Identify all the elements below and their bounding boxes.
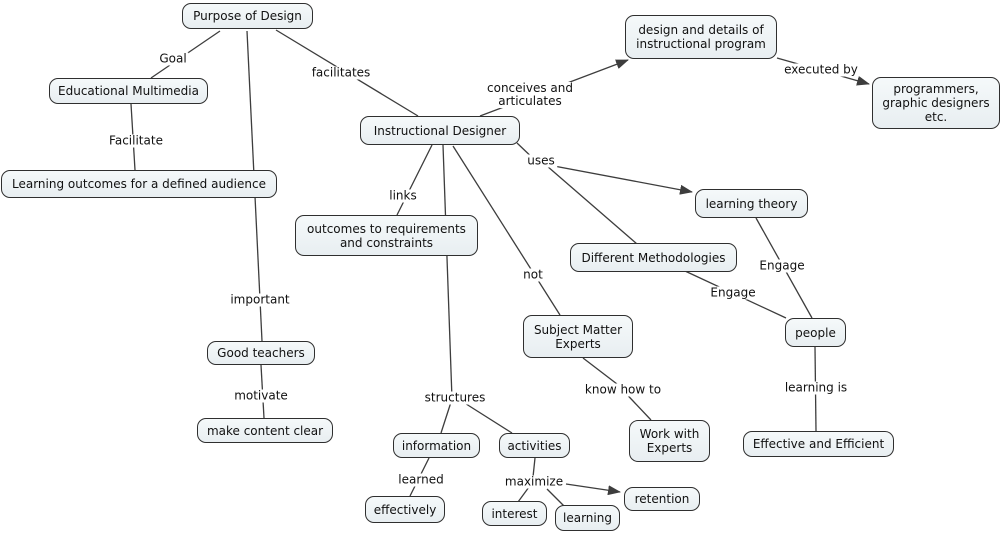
node-good-teachers[interactable]: Good teachers — [207, 341, 315, 365]
node-learning-outcomes-audience[interactable]: Learning outcomes for a defined audience — [1, 170, 277, 198]
edge-designer-to-outcomes-requirements — [396, 144, 433, 216]
node-people[interactable]: people — [785, 318, 846, 347]
node-learning-theory[interactable]: learning theory — [695, 189, 808, 218]
node-activities[interactable]: activities — [499, 433, 570, 458]
edge-label-conceives-and-articulates[interactable]: conceives and articulates — [485, 81, 575, 108]
edge-label-important[interactable]: important — [228, 292, 292, 307]
edge-label-not[interactable]: not — [521, 267, 545, 282]
edge-maximize-to-learning — [546, 488, 565, 507]
edge-label-engage-left[interactable]: Engage — [708, 285, 758, 300]
edge-label-links[interactable]: links — [387, 188, 419, 203]
edge-label-engage-right[interactable]: Engage — [757, 258, 807, 273]
edge-label-learning-is[interactable]: learning is — [782, 380, 850, 395]
node-effectively[interactable]: effectively — [365, 496, 445, 523]
edge-label-maximize[interactable]: maximize — [502, 474, 566, 489]
edge-designer-to-structures — [442, 144, 453, 400]
node-outcomes-requirements[interactable]: outcomes to requirements and constraints — [295, 215, 478, 256]
node-interest[interactable]: interest — [482, 501, 547, 526]
node-subject-matter-experts[interactable]: Subject Matter Experts — [523, 315, 633, 358]
node-information[interactable]: information — [393, 433, 480, 458]
node-effective-and-efficient[interactable]: Effective and Efficient — [743, 431, 894, 457]
edge-label-facilitate[interactable]: Facilitate — [107, 133, 165, 148]
node-make-content-clear[interactable]: make content clear — [197, 418, 333, 443]
node-educational-multimedia[interactable]: Educational Multimedia — [49, 78, 208, 104]
edge-label-goal[interactable]: Goal — [157, 51, 189, 66]
edge-label-know-how-to[interactable]: know how to — [582, 382, 664, 397]
node-learning[interactable]: learning — [555, 505, 620, 531]
node-programmers[interactable]: programmers, graphic designers etc. — [872, 77, 1000, 129]
edge-activities-to-maximize — [532, 457, 536, 478]
edge-designer-to-sme — [452, 145, 561, 316]
edge-designer-to-learning-theory — [516, 142, 693, 195]
edge-label-executed-by[interactable]: executed by — [782, 62, 860, 77]
node-design-and-details[interactable]: design and details of instructional prog… — [625, 15, 777, 59]
edge-label-facilitates[interactable]: facilitates — [309, 65, 373, 80]
edge-maximize-to-interest — [517, 486, 530, 503]
edge-structures-to-information — [440, 398, 453, 434]
node-retention[interactable]: retention — [624, 487, 700, 511]
edge-uses-to-different-methodologies — [546, 165, 638, 245]
edge-maximize-to-retention — [565, 483, 621, 496]
edge-label-uses[interactable]: uses — [525, 153, 557, 168]
node-work-with-experts[interactable]: Work with Experts — [629, 420, 710, 462]
node-instructional-designer[interactable]: Instructional Designer — [360, 116, 520, 145]
edge-label-learned[interactable]: learned — [396, 472, 446, 487]
edge-label-structures[interactable]: structures — [422, 390, 488, 405]
edge-structures-to-activities — [462, 401, 513, 434]
node-purpose-of-design[interactable]: Purpose of Design — [182, 3, 313, 29]
edge-label-motivate[interactable]: motivate — [232, 388, 290, 403]
node-different-methodologies[interactable]: Different Methodologies — [570, 243, 737, 272]
